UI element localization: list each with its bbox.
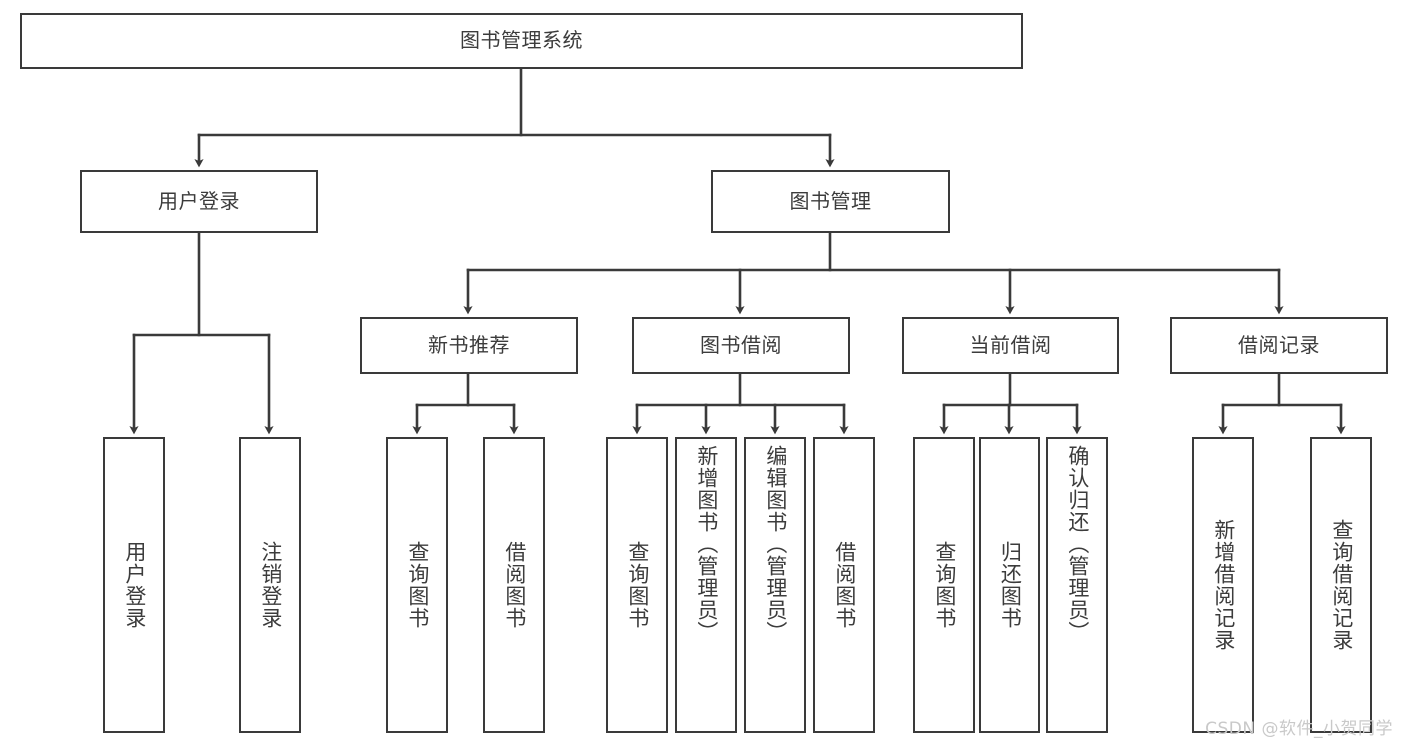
node-label: 归还图书 [998,541,1023,629]
node-book-management[interactable]: 图书管理 [711,170,950,233]
leaf-query-book-borrow[interactable]: 查询图书 [606,437,668,733]
leaf-edit-book-admin[interactable]: 编辑图书（管理员） [744,437,806,733]
leaf-return-book[interactable]: 归还图书 [979,437,1040,733]
node-label: 查询图书 [932,541,957,629]
node-label: 用户登录 [158,188,240,213]
node-label: 查询借阅记录 [1329,519,1354,651]
node-label: 图书管理系统 [460,28,583,53]
node-label: 新书推荐 [428,332,510,357]
node-label: 新增借阅记录 [1211,519,1236,651]
leaf-query-book-recommend[interactable]: 查询图书 [386,437,448,733]
leaf-logout-login[interactable]: 注销登录 [239,437,301,733]
node-label: 借阅记录 [1238,332,1320,357]
node-label: 借阅图书 [502,541,527,629]
node-label: 新增图书（管理员） [694,445,719,643]
node-label: 查询图书 [625,541,650,629]
leaf-borrow-book[interactable]: 借阅图书 [813,437,875,733]
node-user-login[interactable]: 用户登录 [80,170,318,233]
node-label: 图书借阅 [700,332,782,357]
node-label: 图书管理 [789,188,872,213]
node-label: 编辑图书（管理员） [763,445,788,643]
node-book-management-system[interactable]: 图书管理系统 [20,13,1023,69]
leaf-query-book-current[interactable]: 查询图书 [913,437,975,733]
node-borrow-record[interactable]: 借阅记录 [1170,317,1388,374]
leaf-add-book-admin[interactable]: 新增图书（管理员） [675,437,737,733]
csdn-watermark: CSDN @软件_小贺同学 [1205,719,1393,739]
node-label: 借阅图书 [832,541,857,629]
leaf-confirm-return-admin[interactable]: 确认归还（管理员） [1046,437,1108,733]
leaf-borrow-book-recommend[interactable]: 借阅图书 [483,437,545,733]
node-label: 注销登录 [258,541,283,629]
node-label: 查询图书 [405,541,430,629]
leaf-query-borrow-record[interactable]: 查询借阅记录 [1310,437,1372,733]
node-new-book-recommend[interactable]: 新书推荐 [360,317,578,374]
node-book-borrow[interactable]: 图书借阅 [632,317,850,374]
node-label: 当前借阅 [969,332,1052,357]
node-label: 用户登录 [122,541,147,629]
node-label: 确认归还（管理员） [1065,445,1090,643]
leaf-user-login[interactable]: 用户登录 [103,437,165,733]
leaf-add-borrow-record[interactable]: 新增借阅记录 [1192,437,1254,733]
node-current-borrow[interactable]: 当前借阅 [902,317,1119,374]
